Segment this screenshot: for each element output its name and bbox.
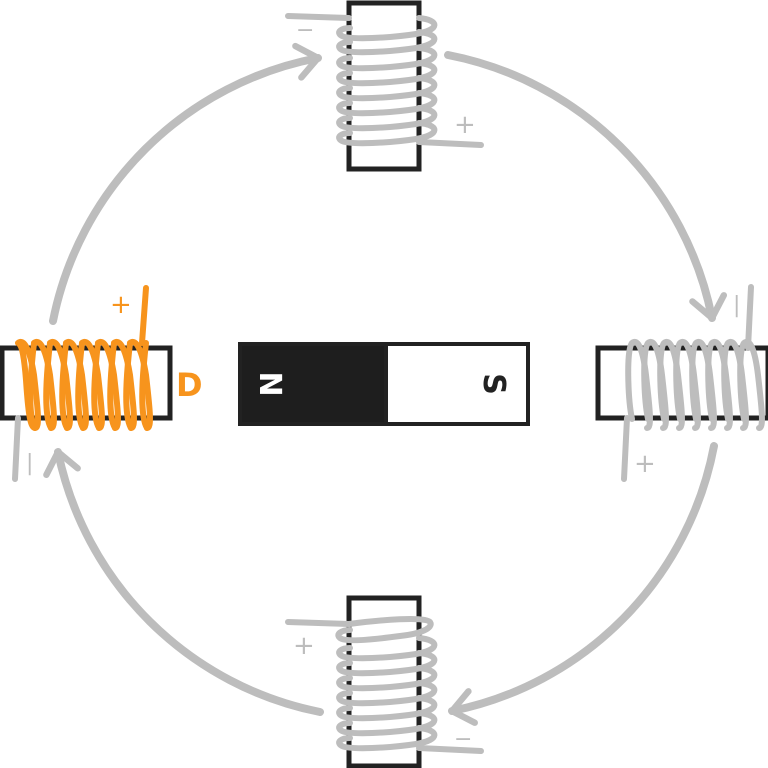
coil-top-minus-sign: − <box>296 18 314 43</box>
arrow-left-to-top <box>49 42 322 325</box>
coil-right-minus-sign: | <box>733 293 740 318</box>
coil-left-label: D <box>176 366 203 404</box>
coil-right: | + <box>595 284 768 482</box>
magnet-south-pole <box>384 342 530 426</box>
bar-magnet: N S <box>238 342 530 426</box>
coil-left-minus-sign: | <box>26 451 33 476</box>
coil-right-plus-sign: + <box>634 449 656 479</box>
arrow-top-to-right <box>444 51 727 322</box>
rotation-arrows <box>43 42 727 726</box>
magnet-south-label: S <box>476 373 511 395</box>
coil-bottom-minus-sign: − <box>454 727 472 752</box>
arrow-right-to-bottom <box>448 442 718 726</box>
coil-left-plus-sign: + <box>110 290 132 320</box>
coil-top: − + <box>285 0 484 172</box>
arrow-bottom-to-left <box>43 448 324 716</box>
coil-bottom-plus-sign: + <box>293 631 315 661</box>
magnet-north-label: N <box>252 371 287 396</box>
coil-top-plus-sign: + <box>454 110 476 140</box>
coil-left-active: + | D <box>0 285 203 482</box>
coil-bottom: + − <box>285 595 484 768</box>
magnet-north-pole <box>240 344 386 424</box>
